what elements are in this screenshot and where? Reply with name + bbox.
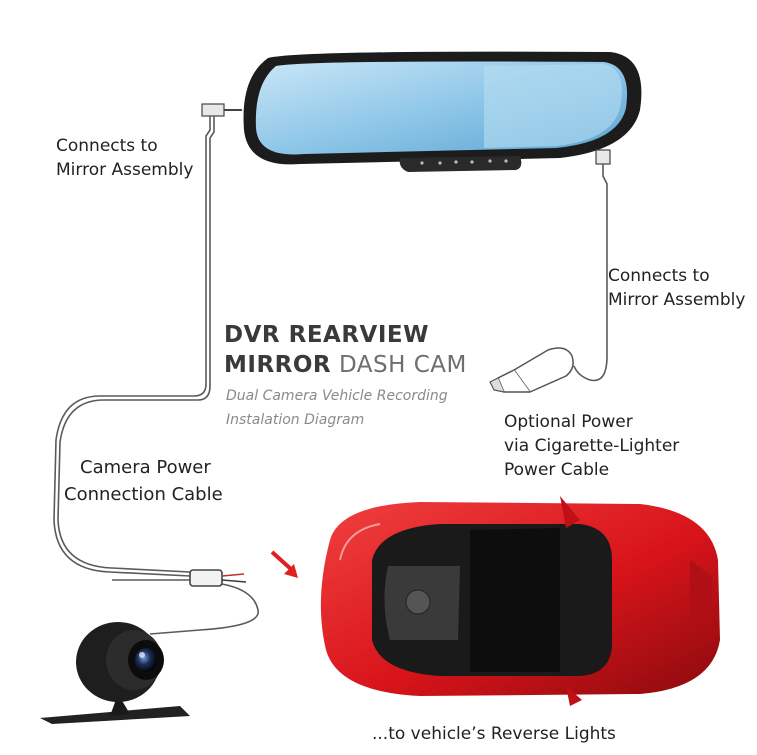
optional-power-label-line1: Optional Power <box>504 412 633 432</box>
left-connector-label: Connects to Mirror Assembly <box>56 134 193 182</box>
camera-cable-label: Camera Power Connection Cable <box>64 454 223 508</box>
red-sports-car-icon <box>320 496 720 706</box>
backup-camera-icon <box>40 622 190 724</box>
optional-power-label: Optional Power via Cigarette-Lighter Pow… <box>504 410 679 482</box>
optional-power-label-line2: via Cigarette-Lighter <box>504 436 680 456</box>
diagram-title-part3: DASH CAM <box>338 352 467 378</box>
right-connector-label-line2: Mirror Assembly <box>608 290 746 310</box>
reverse-lights-label: ...to vehicle’s Reverse Lights <box>372 724 616 744</box>
diagram-subtitle-line2: Instalation Diagram <box>226 412 365 428</box>
diagram-title-part2: MIRROR <box>224 352 332 378</box>
right-connector-label-line1: Connects to <box>608 266 710 286</box>
pointer-arrow-icon <box>270 550 298 578</box>
right-connector-label: Connects to Mirror Assembly <box>608 264 745 312</box>
left-connector-label-line2: Mirror Assembly <box>56 160 194 180</box>
cigarette-lighter-plug-icon <box>489 347 574 393</box>
diagram-title-part1: DVR REARVIEW <box>224 322 429 348</box>
camera-cable-label-line2: Connection Cable <box>64 484 223 505</box>
lighter-power-cable <box>573 149 611 382</box>
optional-power-label-line3: Power Cable <box>504 460 610 480</box>
left-connector-label-line1: Connects to <box>56 136 158 156</box>
diagram-subtitle-line1: Dual Camera Vehicle Recording <box>226 388 448 404</box>
camera-cable-label-line1: Camera Power <box>80 457 211 478</box>
diagram-title-line2: MIRROR DASH CAM <box>224 352 467 378</box>
camera-power-cable <box>53 103 259 635</box>
diagram-title-line1: DVR REARVIEW <box>224 322 429 348</box>
rearview-mirror-icon <box>243 51 642 172</box>
